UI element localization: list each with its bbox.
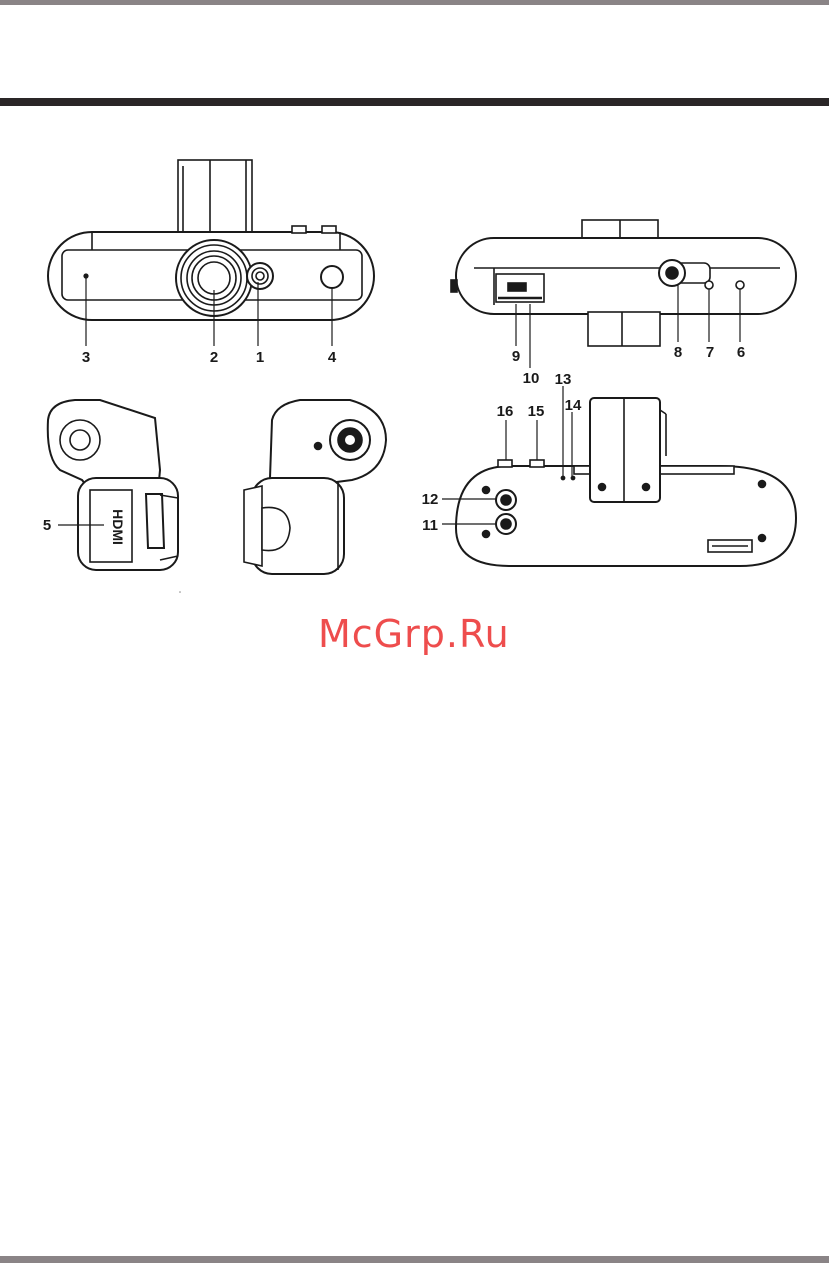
top-mount-lower (588, 312, 660, 346)
button-16 (498, 460, 512, 467)
screen-view (442, 386, 796, 566)
callout-5: 5 (43, 517, 51, 534)
callout-11: 11 (422, 517, 438, 534)
mode-switch-8 (659, 260, 710, 286)
callout-13: 13 (555, 371, 572, 388)
hdmi-label: HDMI (110, 509, 126, 545)
button-11 (496, 514, 516, 534)
callout-10: 10 (523, 370, 540, 387)
dot-13 (561, 476, 564, 479)
front-mount (178, 160, 252, 232)
callout-2: 2 (210, 349, 218, 366)
sensor-4 (321, 266, 343, 288)
screen-mount (590, 398, 666, 502)
led-7 (705, 281, 713, 289)
callout-16: 16 (497, 403, 514, 420)
dot-14 (571, 476, 574, 479)
led-6 (736, 281, 744, 289)
callout-7: 7 (706, 344, 714, 361)
bottom-rule (0, 1256, 829, 1263)
button-12 (496, 490, 516, 510)
mic-dot-3 (84, 274, 88, 278)
side-port (451, 280, 457, 292)
callout-6: 6 (737, 344, 745, 361)
stray-dot (179, 591, 181, 593)
callout-9: 9 (512, 348, 520, 365)
front-view (48, 160, 374, 346)
ir-light-1 (247, 263, 273, 289)
callout-4: 4 (328, 349, 337, 366)
callout-12: 12 (422, 491, 439, 508)
callout-1: 1 (256, 349, 264, 366)
callout-3: 3 (82, 349, 90, 366)
callout-15: 15 (528, 403, 545, 420)
callout-8: 8 (674, 344, 682, 361)
callout-14: 14 (565, 397, 582, 414)
card-latch (708, 540, 752, 552)
right-side-view (244, 400, 386, 574)
sd-slot-9-10 (496, 274, 544, 302)
button-15 (530, 460, 544, 467)
watermark: McGrp.Ru (318, 612, 510, 656)
